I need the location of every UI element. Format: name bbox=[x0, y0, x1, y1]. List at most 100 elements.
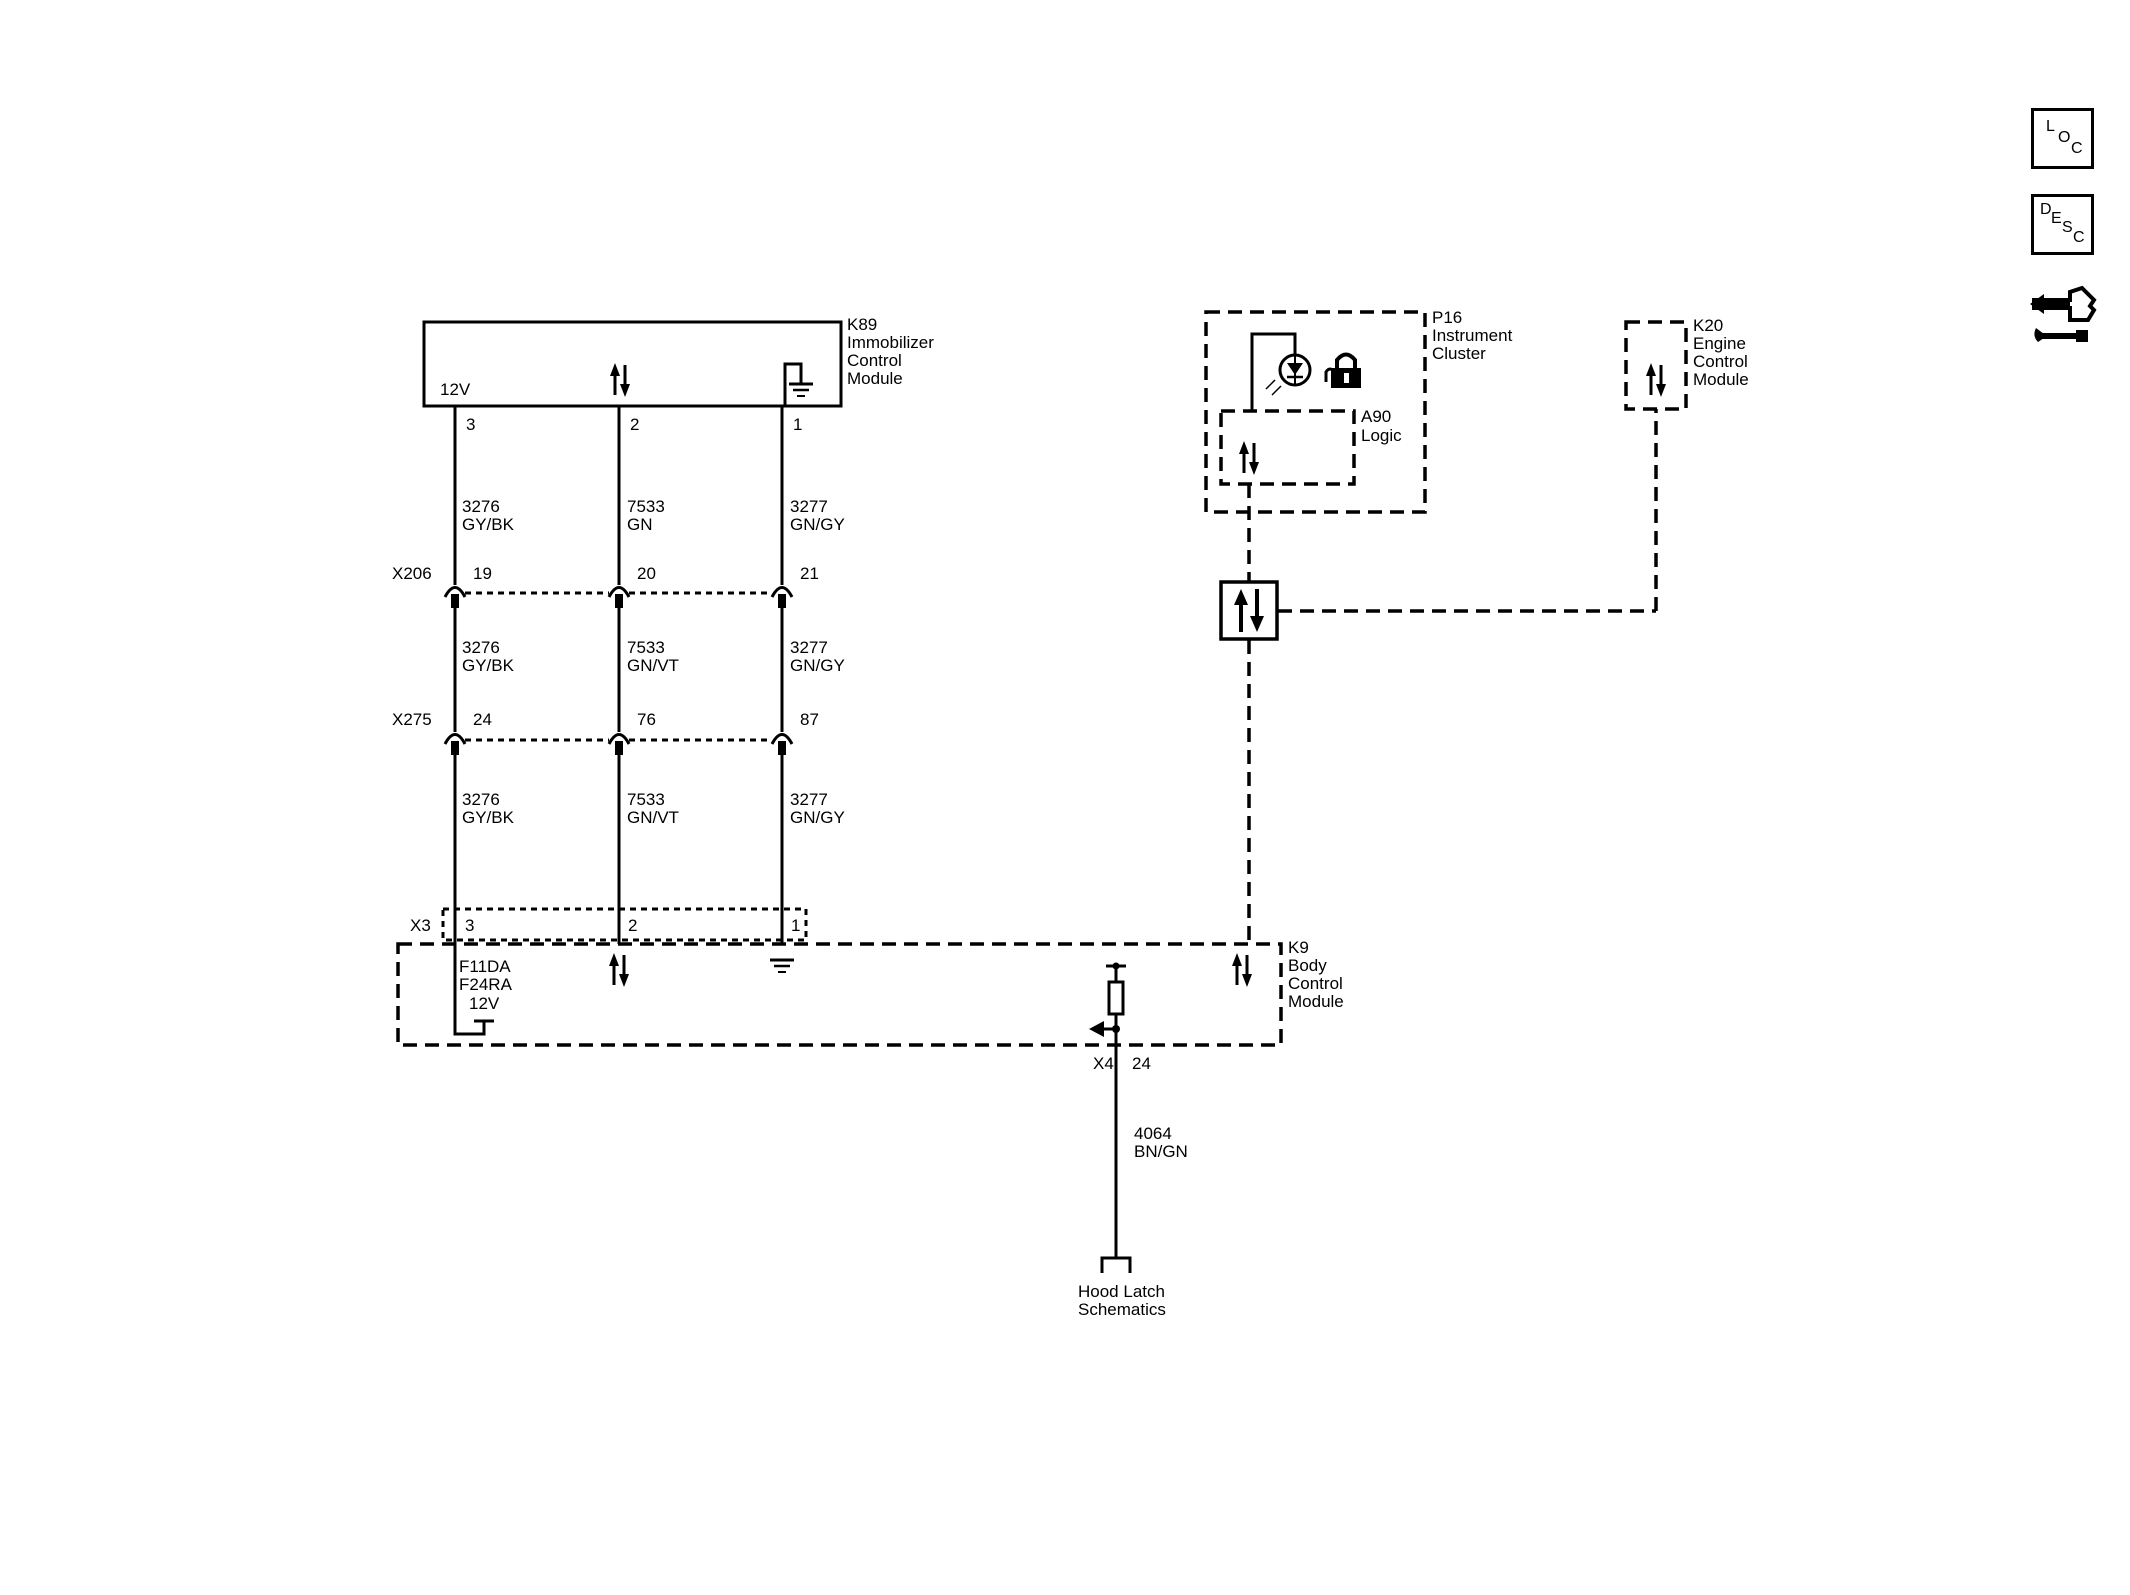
a90-ref: A90 bbox=[1361, 407, 1391, 426]
k9-name-2: Control bbox=[1288, 974, 1343, 993]
connector-info-button[interactable] bbox=[2030, 278, 2100, 350]
serial-data-splice-icon bbox=[1219, 580, 1279, 641]
loc-button[interactable]: L O C bbox=[2031, 108, 2094, 169]
inline-connector-symbols bbox=[443, 586, 794, 745]
x3-name: X3 bbox=[410, 916, 431, 935]
wire-7533-circuit: 7533 bbox=[627, 497, 665, 516]
p16-name-2: Cluster bbox=[1432, 344, 1486, 363]
x275-pin-87: 87 bbox=[800, 710, 819, 729]
k89-serial-data-icon bbox=[608, 361, 632, 399]
inline-connector-links bbox=[465, 591, 772, 742]
x4-name: X4 bbox=[1093, 1054, 1114, 1073]
k9-fuse-2: F24RA bbox=[459, 975, 513, 994]
circuit-wires bbox=[453, 406, 784, 948]
wire-3276-color: GY/BK bbox=[462, 515, 515, 534]
k20-name-2: Control bbox=[1693, 352, 1748, 371]
k89-12v-label: 12V bbox=[440, 380, 471, 399]
x3-pin-1: 1 bbox=[791, 916, 800, 935]
loc-letter-c: C bbox=[2071, 140, 2083, 157]
connector-x4: X4 24 4064 BN/GN Hood Latch Schematics bbox=[1078, 1029, 1188, 1319]
wire-3276-color: GY/BK bbox=[462, 808, 515, 827]
p16-instrument-cluster: P16 Instrument Cluster A90 Logic bbox=[1204, 308, 1513, 514]
desc-letter-d: D bbox=[2040, 201, 2052, 218]
security-padlock-icon bbox=[1324, 352, 1361, 388]
wire-3276-circuit: 3276 bbox=[462, 638, 500, 657]
desc-letter-c: C bbox=[2073, 229, 2085, 246]
security-indicator-led-icon bbox=[1265, 353, 1312, 396]
x206-pin-21: 21 bbox=[800, 564, 819, 583]
k20-serial-data-icon bbox=[1644, 361, 1668, 399]
k89-pin-3: 3 bbox=[466, 415, 475, 434]
wire-7533-color: GN/VT bbox=[627, 808, 679, 827]
k89-ref: K89 bbox=[847, 315, 877, 334]
k20-name-3: Module bbox=[1693, 370, 1749, 389]
inline-connector-pins bbox=[451, 594, 786, 755]
x4-pin-24: 24 bbox=[1132, 1054, 1151, 1073]
k9-pullup-resistor-icon bbox=[1089, 962, 1126, 1037]
hood-wire-color: BN/GN bbox=[1134, 1142, 1188, 1161]
p16-name-1: Instrument bbox=[1432, 326, 1513, 345]
a90-serial-data-icon bbox=[1237, 439, 1261, 477]
k20-ref: K20 bbox=[1693, 316, 1723, 335]
k9-gmlan-icon bbox=[1230, 951, 1254, 989]
wire-7533-color: GN/VT bbox=[627, 656, 679, 675]
desc-letter-s: S bbox=[2062, 219, 2073, 236]
wire-3277-circuit: 3277 bbox=[790, 497, 828, 516]
k9-fuse-1: F11DA bbox=[459, 957, 511, 976]
wire-7533-color: GN bbox=[627, 515, 653, 534]
wire-3276-color: GY/BK bbox=[462, 656, 515, 675]
serial-data-bus bbox=[1247, 409, 1658, 944]
connector-wrench-icon bbox=[2030, 285, 2097, 342]
x275-pin-24: 24 bbox=[473, 710, 492, 729]
k20-engine-control-module: K20 Engine Control Module bbox=[1624, 316, 1749, 411]
k9-ref: K9 bbox=[1288, 938, 1309, 957]
connector-x3: X3 3 2 1 bbox=[410, 907, 808, 942]
wire-3277-color: GN/GY bbox=[790, 656, 845, 675]
hood-latch-ref-2: Schematics bbox=[1078, 1300, 1166, 1319]
a90-logic: A90 Logic bbox=[1219, 407, 1402, 486]
wire-3277-circuit: 3277 bbox=[790, 638, 828, 657]
hood-wire-circuit: 4064 bbox=[1134, 1124, 1172, 1143]
x275-pin-76: 76 bbox=[637, 710, 656, 729]
connector-x275: X275 24 76 87 bbox=[392, 710, 819, 729]
a90-name: Logic bbox=[1361, 426, 1402, 445]
loc-letter-o: O bbox=[2058, 129, 2071, 146]
p16-ref: P16 bbox=[1432, 308, 1462, 327]
k9-ground-icon bbox=[770, 958, 794, 973]
hood-latch-ref-icon bbox=[1100, 1256, 1132, 1273]
hood-latch-ref-1: Hood Latch bbox=[1078, 1282, 1165, 1301]
loc-letter-l: L bbox=[2046, 118, 2055, 135]
x206-pin-20: 20 bbox=[637, 564, 656, 583]
k89-pin-1: 1 bbox=[793, 415, 802, 434]
wire-7533-circuit: 7533 bbox=[627, 638, 665, 657]
k89-name-3: Module bbox=[847, 369, 903, 388]
k9-name-1: Body bbox=[1288, 956, 1327, 975]
wire-3276-circuit: 3276 bbox=[462, 790, 500, 809]
x206-pin-19: 19 bbox=[473, 564, 492, 583]
k89-immobilizer-module: 12V K89 Immobilizer Control Module 3 2 1 bbox=[422, 315, 934, 434]
wire-3276-circuit: 3276 bbox=[462, 497, 500, 516]
wire-3277-circuit: 3277 bbox=[790, 790, 828, 809]
desc-button[interactable]: D E S C bbox=[2031, 194, 2094, 255]
wire-3277-color: GN/GY bbox=[790, 808, 845, 827]
k89-pin-2: 2 bbox=[630, 415, 639, 434]
k20-name-1: Engine bbox=[1693, 334, 1746, 353]
x206-name: X206 bbox=[392, 564, 432, 583]
x3-pin-2: 2 bbox=[628, 916, 637, 935]
k9-name-3: Module bbox=[1288, 992, 1344, 1011]
connector-x206: X206 19 20 21 bbox=[392, 564, 819, 583]
k89-ground-icon bbox=[783, 362, 813, 406]
k89-name-1: Immobilizer bbox=[847, 333, 934, 352]
desc-letter-e: E bbox=[2051, 210, 2062, 227]
x275-name: X275 bbox=[392, 710, 432, 729]
k89-name-2: Control bbox=[847, 351, 902, 370]
x3-pin-3: 3 bbox=[465, 916, 474, 935]
wire-3277-color: GN/GY bbox=[790, 515, 845, 534]
k9-body-control-module: K9 Body Control Module F11DA F24RA 12V bbox=[396, 938, 1344, 1047]
wire-7533-circuit: 7533 bbox=[627, 790, 665, 809]
wire-labels-lower: 3276 GY/BK 7533 GN/VT 3277 GN/GY bbox=[462, 790, 845, 827]
wire-labels-middle: 3276 GY/BK 7533 GN/VT 3277 GN/GY bbox=[462, 638, 845, 675]
k9-12v-label: 12V bbox=[469, 994, 500, 1013]
k9-serial-data-icon bbox=[607, 951, 631, 989]
